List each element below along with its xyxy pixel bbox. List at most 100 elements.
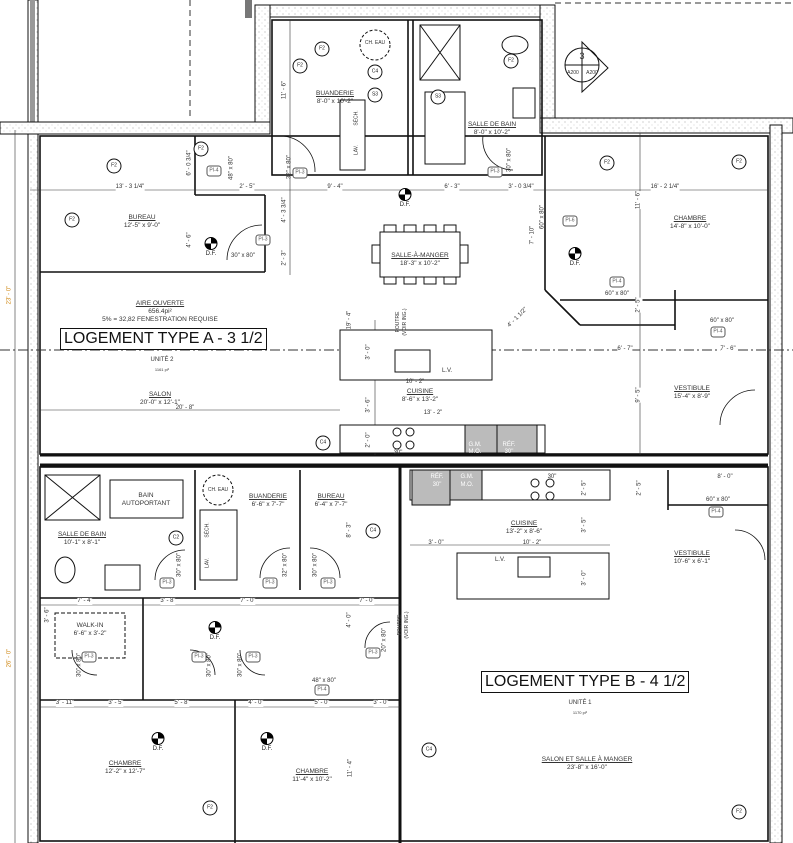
door-tag: PI-3	[262, 577, 278, 589]
dimension: 4' - 3 3/4"	[281, 197, 288, 223]
dimension: 11' - 4"	[347, 758, 354, 778]
dimension: 7' - 4"	[77, 598, 93, 605]
dimension: 6' - 7"	[617, 346, 633, 353]
beam-label-a: POUTRE (VOIR ING.)	[395, 308, 408, 336]
door-tag: PI-3	[245, 651, 261, 663]
dimension: 3' - 6"	[365, 397, 372, 413]
room-name: BAIN AUTOPORTANT	[121, 492, 171, 507]
dimension: 2' - 5"	[239, 184, 255, 191]
dimension: 2' - 5"	[636, 480, 643, 496]
floor-drain-icon	[204, 237, 218, 250]
finish-tag: F2	[503, 53, 519, 69]
room-name: WALK-IN	[76, 622, 104, 629]
washer-label-b: LAV.	[204, 557, 211, 569]
dishwasher-label-a: L.V.	[441, 368, 453, 374]
room-size: 8'-0" x 10'-2"	[316, 98, 354, 105]
room-note: 5% = 32,82 FENESTRATION REQUISE	[102, 316, 218, 323]
section-marker-shape	[564, 40, 609, 94]
dimension: 3' - 0"	[373, 700, 389, 707]
finish-tag: C4	[421, 742, 437, 758]
room-size: 11'-4" x 10'-2"	[292, 776, 332, 783]
dimension: 5' - 0"	[314, 700, 330, 707]
unit-b-name: UNITÉ 1	[568, 700, 592, 706]
fridge-label-b: RÉF.	[430, 474, 444, 480]
room-size: 6'-4" x 7'-7"	[314, 501, 348, 508]
door-tag: PI-6	[562, 215, 578, 227]
door-tag: PI-4	[708, 506, 724, 518]
door-tag: PI-4	[206, 165, 222, 177]
finish-tag: F2	[314, 41, 330, 57]
floor-drain-label: D.F.	[152, 746, 164, 752]
room-name: CUISINE	[406, 388, 434, 395]
floor-drain-icon	[260, 732, 274, 745]
dimension: 9' - 4"	[327, 184, 343, 191]
room-size: 14'-8" x 10'-0"	[670, 223, 710, 230]
door-size: 60" x 80"	[539, 205, 546, 229]
beam-label-b: POUTRE (VOIR ING.)	[397, 611, 410, 639]
bain-autoportant: BAIN AUTOPORTANT	[121, 492, 171, 508]
floor-drain-icon	[398, 188, 412, 201]
dimension: 13' - 3 1/4"	[115, 184, 145, 191]
dimension: 10' - 2"	[405, 379, 425, 385]
door-tag: PI-4	[314, 684, 330, 696]
dimension: 7' - 0"	[240, 598, 256, 605]
microwave-label-mo-b: M.O.	[460, 482, 474, 488]
floor-drain-label: D.F.	[569, 261, 581, 267]
room-name: BUREAU	[317, 493, 345, 500]
finish-tag: F2	[292, 58, 308, 74]
door-size: 32" x 80"	[286, 155, 293, 179]
finish-tag: C4	[315, 435, 331, 451]
interior-walls	[39, 19, 769, 843]
room-name: SALLE-À-MANGER	[391, 252, 449, 259]
unit-b-title: LOGEMENT TYPE B - 4 1/2	[481, 671, 690, 693]
room-size: 10'-1" x 8'-1"	[63, 539, 101, 546]
floor-drain: D.F.	[151, 732, 165, 752]
door-size: 60" x 80"	[706, 497, 730, 503]
door-size: 48" x 80"	[312, 678, 336, 684]
dimension: 11' - 6"	[281, 80, 288, 100]
door-size: 60" x 80"	[710, 318, 734, 324]
floor-drain-label: D.F.	[209, 635, 221, 641]
door-tag: PI-3	[365, 647, 381, 659]
room-size: 23'-8" x 16'-0"	[567, 764, 607, 771]
section-sheet-right: A200	[586, 70, 598, 76]
dimension: 8' - 3"	[346, 522, 353, 538]
unit-b-area: 1170 pi²	[572, 710, 588, 715]
microwave-label-gm-a: G.M.	[468, 442, 482, 448]
room-size: 13'-2" x 8'-6"	[505, 528, 543, 535]
door-size: 30" x 80"	[237, 653, 244, 677]
kitchen-b-counters	[409, 469, 611, 600]
dimension: 13' - 2"	[423, 410, 443, 416]
dimension: 4' - 0"	[248, 700, 264, 707]
dryer-label-b: SÉCH.	[204, 522, 211, 538]
room-size: 8'-0" x 10'-2"	[473, 129, 511, 136]
room-size: 6'-6" x 7'-7"	[251, 501, 285, 508]
finish-tag: S3	[367, 87, 383, 103]
room-size: 12'-5" x 9'-0"	[123, 222, 161, 229]
range-size-b: 30"	[547, 474, 557, 480]
room-name: SALLE DE BAIN	[57, 531, 107, 538]
finish-tag: F2	[106, 158, 122, 174]
room-area: 656.4pi²	[148, 308, 172, 315]
door-tag: PI-3	[292, 167, 308, 179]
dimension: 4' - 0"	[346, 612, 353, 628]
finish-tag: C4	[365, 523, 381, 539]
dimension: 3' - 0"	[365, 344, 372, 360]
room-name: CUISINE	[510, 520, 538, 527]
room-size: 10'-6" x 6'-1"	[673, 558, 711, 565]
dimension: 26' - 0"	[6, 648, 14, 668]
finish-tag: F2	[202, 800, 218, 816]
finish-tag: C2	[168, 530, 184, 546]
floor-drain-label: D.F.	[261, 746, 273, 752]
floor-drain: D.F.	[204, 237, 218, 257]
